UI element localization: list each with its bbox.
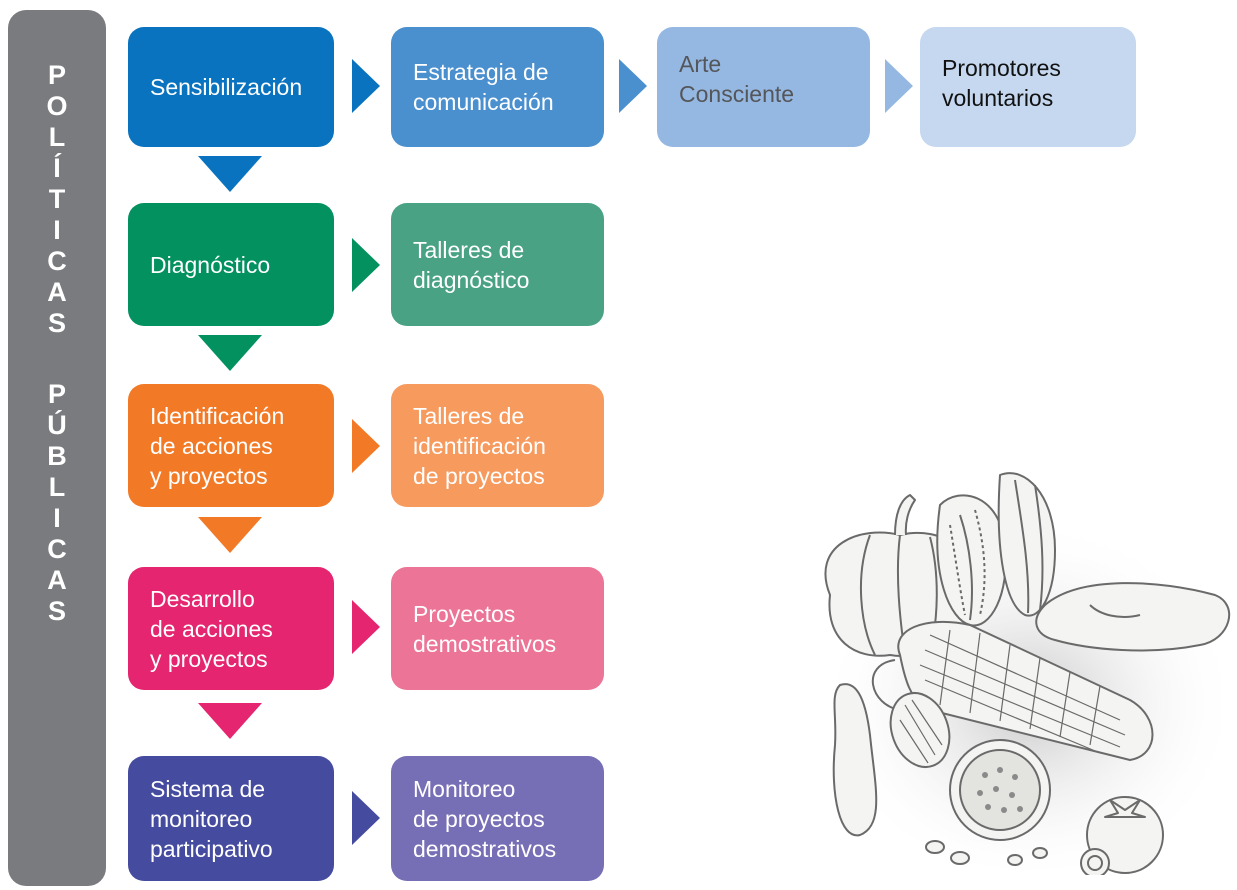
sidebar-letter: B <box>47 441 67 471</box>
identificacion-label: Identificación de acciones y proyectos <box>150 402 285 489</box>
talleres-identificacion-label: Talleres de identificación de proyectos <box>413 402 546 489</box>
arrow-right-icon <box>885 59 913 113</box>
sidebar-letter: A <box>47 277 67 307</box>
policy-sidebar: P O L Í T I C A S P Ú B L I C A S <box>8 10 106 886</box>
sweet-potato-icon <box>1035 582 1231 652</box>
arte-consciente-box: Arte Consciente <box>657 27 870 147</box>
tomato-slice-icon <box>1080 848 1110 875</box>
arrow-down-icon <box>198 703 262 739</box>
sidebar-letter: C <box>47 534 67 564</box>
promotores-voluntarios-label: Promotores voluntarios <box>942 55 1061 111</box>
sidebar-letter: S <box>47 596 66 626</box>
monitoreo-proyectos-box: Monitoreo de proyectos demostrativos <box>391 756 604 881</box>
arrow-down-icon <box>198 156 262 192</box>
estrategia-comunicacion-label: Estrategia de comunicación <box>413 59 554 115</box>
arrow-down-icon <box>198 517 262 553</box>
sidebar-letter: P <box>47 60 66 90</box>
sidebar-letter: T <box>48 184 66 214</box>
sidebar-letter: I <box>53 503 61 533</box>
desarrollo-box: Desarrollo de acciones y proyectos <box>128 567 334 690</box>
cacao-pod-icon <box>936 494 1007 627</box>
diagnostico-box: Diagnóstico <box>128 203 334 326</box>
arrow-down-icon <box>198 335 262 371</box>
sistema-monitoreo-label: Sistema de monitoreo participativo <box>150 775 273 862</box>
desarrollo-label: Desarrollo de acciones y proyectos <box>150 585 273 672</box>
seeds-bowl-icon <box>949 739 1051 841</box>
monitoreo-proyectos-label: Monitoreo de proyectos demostrativos <box>413 775 557 862</box>
arte-consciente-label: Arte Consciente <box>679 51 795 107</box>
promotores-voluntarios-box: Promotores voluntarios <box>920 27 1136 147</box>
cacao-pod-icon <box>997 472 1056 617</box>
chili-pepper-icon <box>832 683 878 837</box>
beans-icon <box>925 840 1048 866</box>
talleres-diagnostico-box: Talleres de diagnóstico <box>391 203 604 326</box>
identificacion-box: Identificación de acciones y proyectos <box>128 384 334 507</box>
diagnostico-label: Diagnóstico <box>150 251 271 278</box>
sidebar-letter: Ú <box>47 410 67 440</box>
sidebar-letter: Í <box>53 153 61 183</box>
corn-cob-icon <box>889 692 951 768</box>
sidebar-letter: I <box>53 215 61 245</box>
sidebar-letter: L <box>48 472 66 502</box>
sidebar-letter: S <box>47 308 66 338</box>
sidebar-letter: O <box>46 91 68 121</box>
talleres-diagnostico-label: Talleres de diagnóstico <box>413 236 530 293</box>
corn-cob-icon <box>871 620 1154 761</box>
vegetables-illustration <box>820 472 1237 875</box>
proyectos-demostrativos-label: Proyectos demostrativos <box>413 600 557 657</box>
sidebar-letter: P <box>47 379 66 409</box>
arrow-right-icon <box>352 238 380 292</box>
sidebar-letter: C <box>47 246 67 276</box>
arrow-right-icon <box>352 600 380 654</box>
sidebar-letter: L <box>48 122 66 152</box>
arrow-right-icon <box>352 791 380 845</box>
sidebar-vertical-text: P O L Í T I C A S P Ú B L I C A S <box>8 60 106 627</box>
sensibilizacion-box: Sensibilización <box>128 27 334 147</box>
estrategia-comunicacion-box: Estrategia de comunicación <box>391 27 604 147</box>
sensibilizacion-label: Sensibilización <box>150 74 303 100</box>
arrow-right-icon <box>619 59 647 113</box>
proyectos-demostrativos-box: Proyectos demostrativos <box>391 567 604 690</box>
arrow-right-icon <box>352 59 380 113</box>
talleres-identificacion-box: Talleres de identificación de proyectos <box>391 384 604 507</box>
sistema-monitoreo-box: Sistema de monitoreo participativo <box>128 756 334 881</box>
arrow-right-icon <box>352 419 380 473</box>
sidebar-letter: A <box>47 565 67 595</box>
